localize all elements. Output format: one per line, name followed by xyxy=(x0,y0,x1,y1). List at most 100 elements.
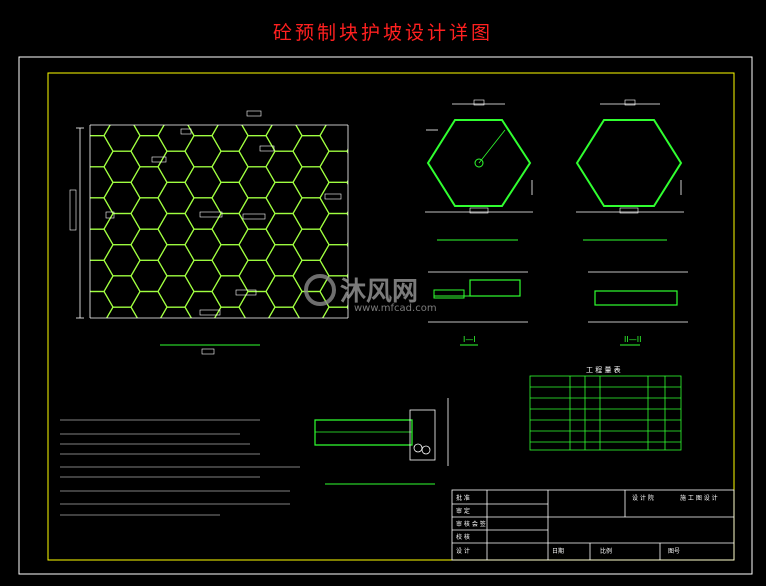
hex-cell xyxy=(158,89,194,120)
hex-cell xyxy=(265,212,303,246)
hex-cell xyxy=(90,197,114,230)
hex-cell xyxy=(211,275,249,308)
hex-cell xyxy=(292,135,330,168)
hex-cell xyxy=(238,228,276,261)
hex-cell xyxy=(187,125,219,137)
tb-right-1: 设 计 院 xyxy=(632,494,654,502)
hex-cell xyxy=(103,244,141,277)
hex-cell xyxy=(239,323,275,354)
tb-date: 日期 xyxy=(552,547,564,555)
hex-cell xyxy=(130,259,168,293)
outer-frame xyxy=(18,56,753,575)
hex-cell xyxy=(130,197,168,230)
hex-cell xyxy=(293,323,329,354)
hex-cell xyxy=(211,244,249,277)
section-ii-label: II—II xyxy=(624,335,641,344)
hex-cell xyxy=(293,73,329,104)
hex-cell xyxy=(321,306,348,318)
hex-cell xyxy=(238,259,276,293)
hex-cell xyxy=(131,73,167,104)
hexagon-detail-right xyxy=(575,99,684,214)
hex-cell xyxy=(265,181,303,215)
hex-cell xyxy=(103,275,141,308)
tb-scale: 比例 xyxy=(600,547,612,555)
watermark-url: www.mfcad.com xyxy=(354,303,437,314)
hex-cell xyxy=(103,181,141,215)
hex-cell xyxy=(184,135,222,168)
hex-cell xyxy=(295,125,327,137)
watermark-logo-icon xyxy=(304,274,336,306)
section-i-i xyxy=(428,271,528,346)
hex-cell xyxy=(184,197,222,230)
watermark-brand: 沐风网 xyxy=(340,277,418,307)
hex-cell xyxy=(266,89,302,120)
hex-cell xyxy=(238,197,276,230)
hex-cell xyxy=(319,212,348,246)
hex-cell xyxy=(130,166,168,199)
hex-cell xyxy=(319,150,348,183)
hex-cell xyxy=(131,323,167,354)
hex-cell xyxy=(239,73,275,104)
hex-cell xyxy=(90,259,114,293)
hex-grid-plan xyxy=(77,73,356,354)
hex-cell xyxy=(130,228,168,261)
hex-cell xyxy=(292,166,330,199)
hex-cell xyxy=(238,166,276,199)
hex-cell xyxy=(265,275,303,308)
hex-cell xyxy=(104,89,140,120)
hex-cell xyxy=(265,150,303,183)
title-block xyxy=(451,489,735,561)
hex-cell xyxy=(157,181,195,215)
hex-cell xyxy=(185,73,221,104)
hex-cell xyxy=(292,197,330,230)
tb-row-1: 批 准 xyxy=(456,494,470,502)
quantity-table xyxy=(529,375,682,451)
hex-cell xyxy=(90,125,111,137)
hex-cell xyxy=(133,125,165,137)
hex-cell xyxy=(184,228,222,261)
tb-right-2: 施 工 图 设 计 xyxy=(680,494,718,502)
hex-cell xyxy=(319,244,348,277)
notes-block xyxy=(60,419,300,516)
hex-cell xyxy=(319,181,348,215)
hex-cell xyxy=(90,166,114,199)
plan-view-dims xyxy=(76,124,349,319)
hex-cell xyxy=(90,228,114,261)
hex-cell xyxy=(320,89,356,120)
hex-cell xyxy=(157,212,195,246)
section-ii-ii xyxy=(588,271,688,346)
hex-cell xyxy=(211,150,249,183)
hex-cell xyxy=(212,89,248,120)
hex-cell xyxy=(241,125,273,137)
hex-cell xyxy=(211,181,249,215)
hex-cell xyxy=(77,73,113,104)
hex-cell xyxy=(184,166,222,199)
tb-row-3: 审 核 会 签 xyxy=(456,520,486,528)
hex-cell xyxy=(157,275,195,308)
hex-cell xyxy=(213,306,247,318)
section-i-label: I—I xyxy=(463,335,476,344)
tb-drawing-no: 图号 xyxy=(668,548,680,555)
hex-cell xyxy=(157,244,195,277)
drawing-title: 砼预制块护坡设计详图 xyxy=(272,22,493,44)
hex-cell xyxy=(103,150,141,183)
table-caption: 工 程 量 表 xyxy=(586,365,621,374)
tb-row-5: 设 计 xyxy=(456,547,470,555)
hex-cell xyxy=(184,259,222,293)
hex-cell xyxy=(77,323,113,354)
hexagon-detail-left xyxy=(425,99,533,214)
hex-cell xyxy=(159,306,193,318)
plan-view-labels xyxy=(69,110,342,355)
hex-cell xyxy=(157,150,195,183)
toe-detail xyxy=(314,398,449,485)
hex-cell xyxy=(267,306,301,318)
tb-row-4: 校 核 xyxy=(456,533,470,541)
hex-cell xyxy=(292,228,330,261)
hex-cell xyxy=(211,212,249,246)
hex-cell xyxy=(105,306,139,318)
inner-frame xyxy=(47,72,735,561)
hex-cell xyxy=(265,244,303,277)
tb-row-2: 审 定 xyxy=(456,507,470,515)
hex-cell xyxy=(90,135,114,168)
